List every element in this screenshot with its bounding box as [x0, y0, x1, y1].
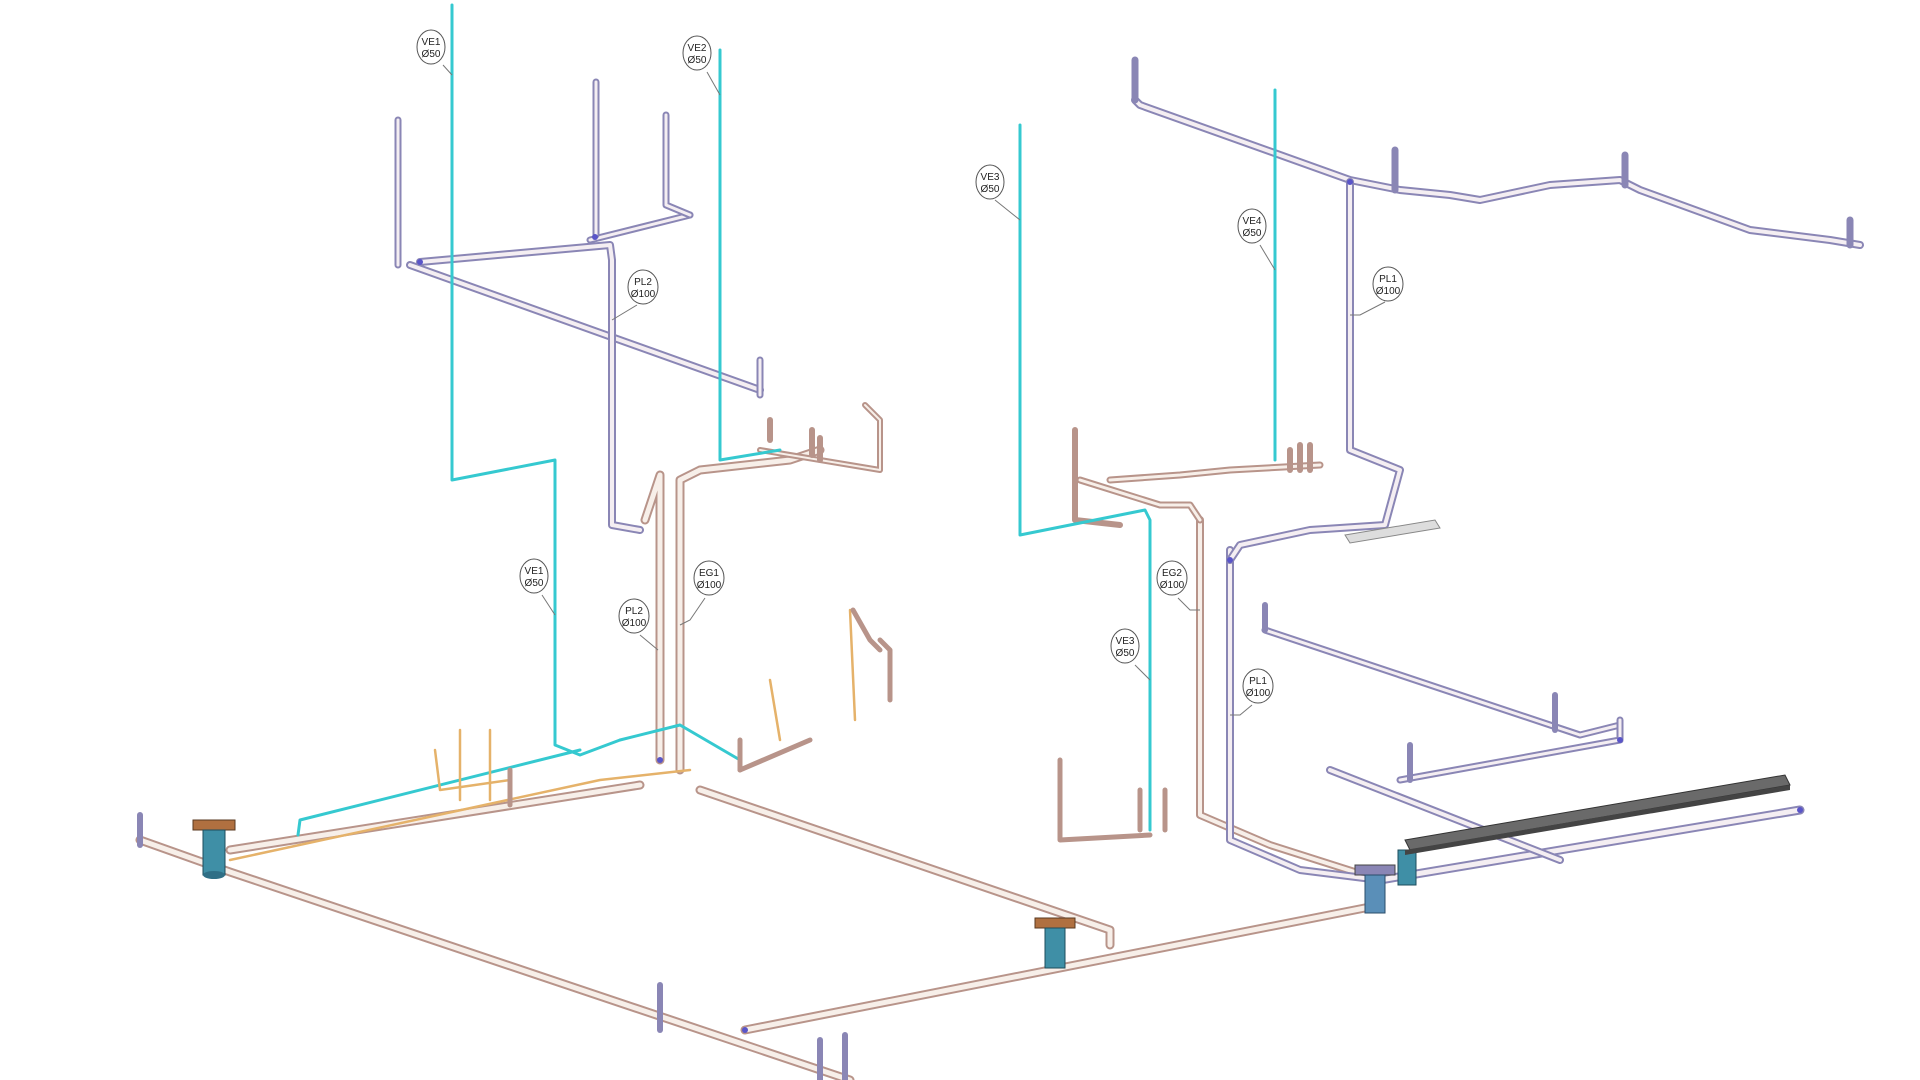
pipe-joints — [417, 179, 1803, 1033]
label-ve3-low-name: VE3 — [1116, 636, 1135, 647]
label-ve1-top-size: Ø50 — [422, 49, 441, 60]
label-pl1-low-name: PL1 — [1249, 676, 1267, 687]
ve3-vent — [1018, 123, 1152, 832]
label-eg1-low-size: Ø100 — [697, 580, 722, 591]
main-drain-network — [135, 516, 1805, 1080]
eg1-riser — [675, 445, 825, 775]
ve2-vent — [718, 48, 782, 462]
right-upper-drain-stack — [1072, 56, 1864, 564]
channel-drain-upper — [1344, 519, 1441, 544]
fixture-stubs — [137, 602, 1558, 1080]
label-ve4-top: VE4 Ø50 — [1237, 208, 1276, 271]
label-ve1-top: VE1 Ø50 — [416, 29, 453, 76]
label-ve2-top: VE2 Ø50 — [682, 35, 721, 96]
floor-drain-left — [192, 819, 236, 879]
floor-drain-right — [1354, 849, 1417, 914]
pipe-labels: VE1 Ø50 VE2 Ø50 PL2 Ø100 VE3 Ø50 VE4 — [416, 29, 1404, 716]
label-pl2-low-name: PL2 — [625, 606, 643, 617]
label-eg2-low: EG2 Ø100 — [1156, 560, 1200, 611]
ve1-lower-vent — [296, 748, 582, 837]
label-eg2-low-size: Ø100 — [1160, 580, 1185, 591]
label-ve3-top: VE3 Ø50 — [975, 164, 1021, 221]
label-pl1-top-name: PL1 — [1379, 274, 1397, 285]
label-eg1-low: EG1 Ø100 — [679, 560, 725, 626]
label-ve3-top-size: Ø50 — [981, 184, 1000, 195]
ve1-vent — [450, 3, 622, 757]
label-pl2-top-name: PL2 — [634, 277, 652, 288]
label-pl1-low: PL1 Ø100 — [1230, 668, 1274, 716]
label-ve4-top-name: VE4 — [1243, 216, 1262, 227]
label-ve1-low-name: VE1 — [525, 566, 544, 577]
vent-pipes — [296, 3, 1277, 837]
label-ve3-low: VE3 Ø50 — [1110, 628, 1151, 681]
label-ve4-top-size: Ø50 — [1243, 228, 1262, 239]
label-ve3-top-name: VE3 — [981, 172, 1000, 183]
label-pl2-top-size: Ø100 — [631, 289, 656, 300]
label-ve3-low-size: Ø50 — [1116, 648, 1135, 659]
label-ve2-top-name: VE2 — [688, 43, 707, 54]
label-pl1-top-size: Ø100 — [1376, 286, 1401, 297]
label-pl1-low-size: Ø100 — [1246, 688, 1271, 699]
label-pl1-top: PL1 Ø100 — [1350, 266, 1404, 316]
label-pl2-low-size: Ø100 — [622, 618, 647, 629]
channel-drain-right — [1404, 774, 1791, 855]
floor-drain-center — [1034, 917, 1076, 969]
label-pl2-top: PL2 Ø100 — [611, 269, 659, 321]
label-pl2-low: PL2 Ø100 — [618, 598, 659, 651]
label-ve2-top-size: Ø50 — [688, 55, 707, 66]
label-ve1-low-size: Ø50 — [525, 578, 544, 589]
left-upper-drain-stack — [394, 78, 883, 775]
drain-pipe-pl1-lower — [1226, 546, 1384, 884]
drain-pipe-right-upper-branch — [1261, 626, 1624, 739]
water-supply-lines — [228, 608, 857, 862]
label-ve1-low: VE1 Ø50 — [519, 558, 556, 616]
label-eg1-low-name: EG1 — [699, 568, 719, 579]
label-ve1-top-name: VE1 — [422, 37, 441, 48]
label-eg2-low-name: EG2 — [1162, 568, 1182, 579]
